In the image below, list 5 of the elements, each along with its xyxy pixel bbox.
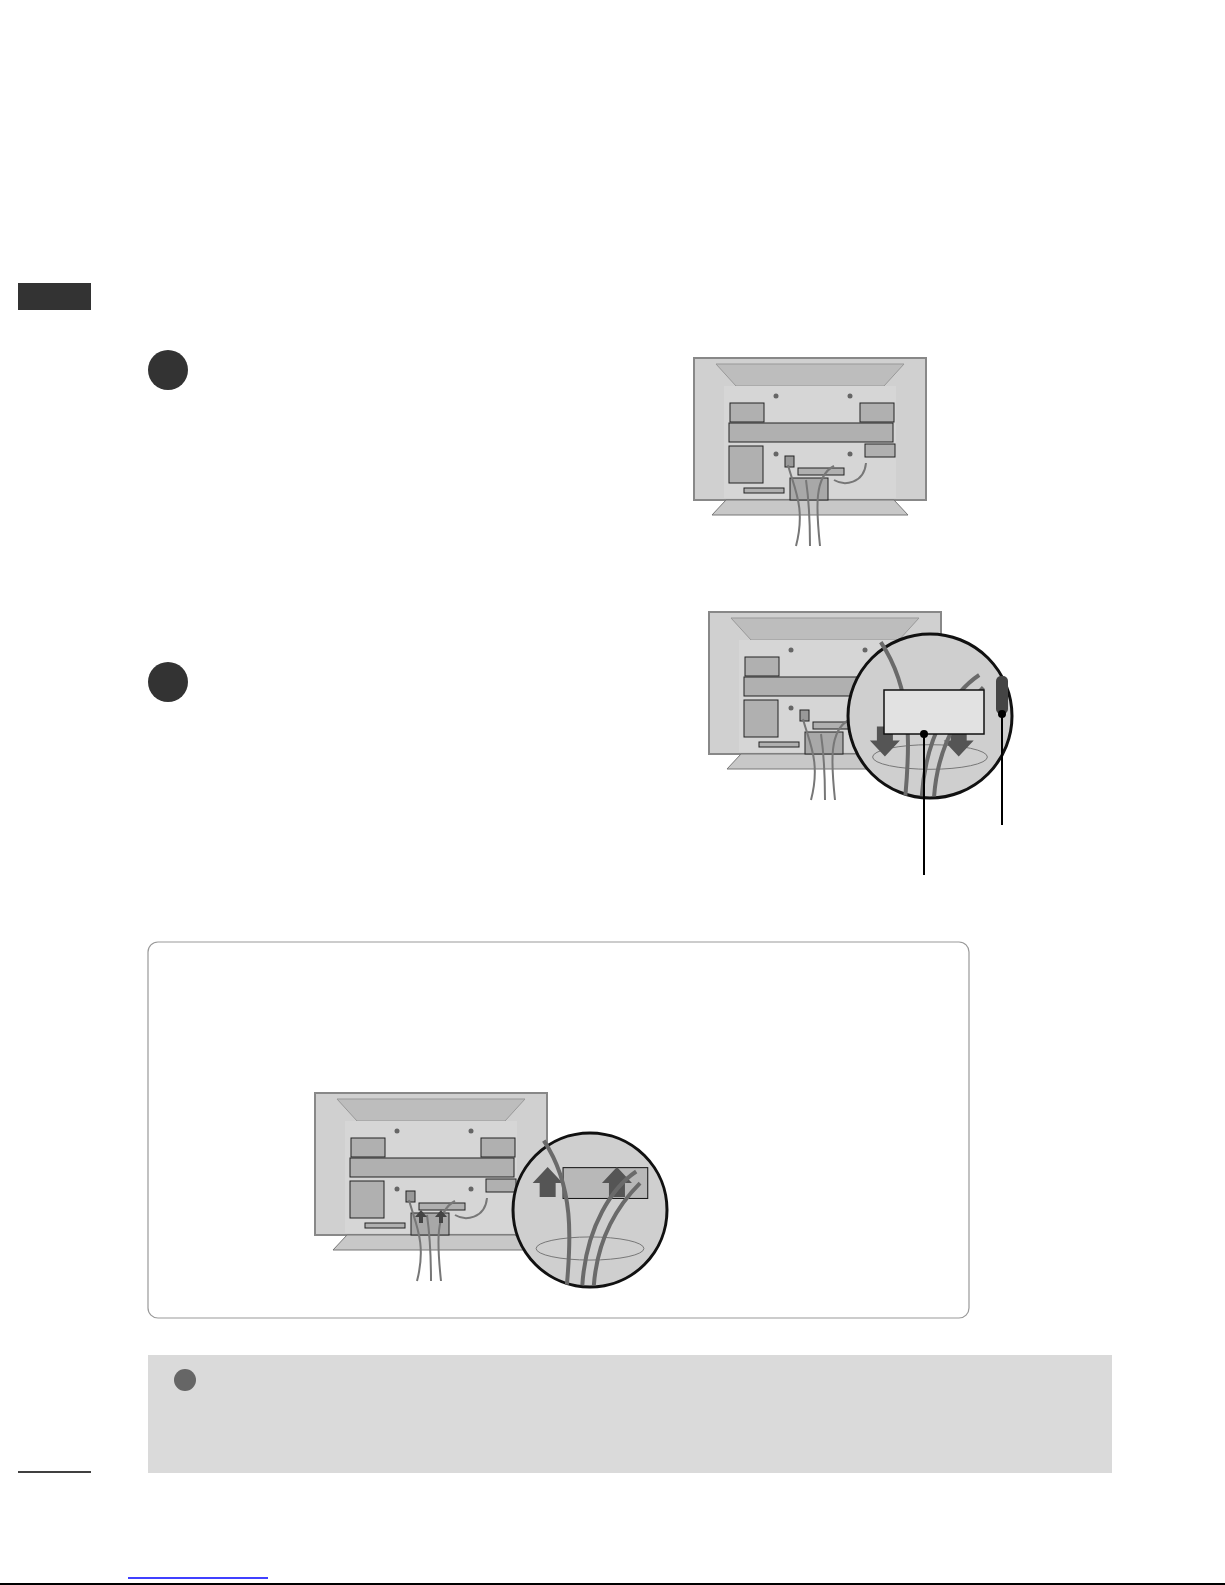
leader-line (998, 710, 1006, 826)
leader-line (920, 730, 928, 876)
cable-holder (883, 689, 985, 735)
section-tab (18, 283, 91, 310)
cable-tie (996, 676, 1008, 714)
